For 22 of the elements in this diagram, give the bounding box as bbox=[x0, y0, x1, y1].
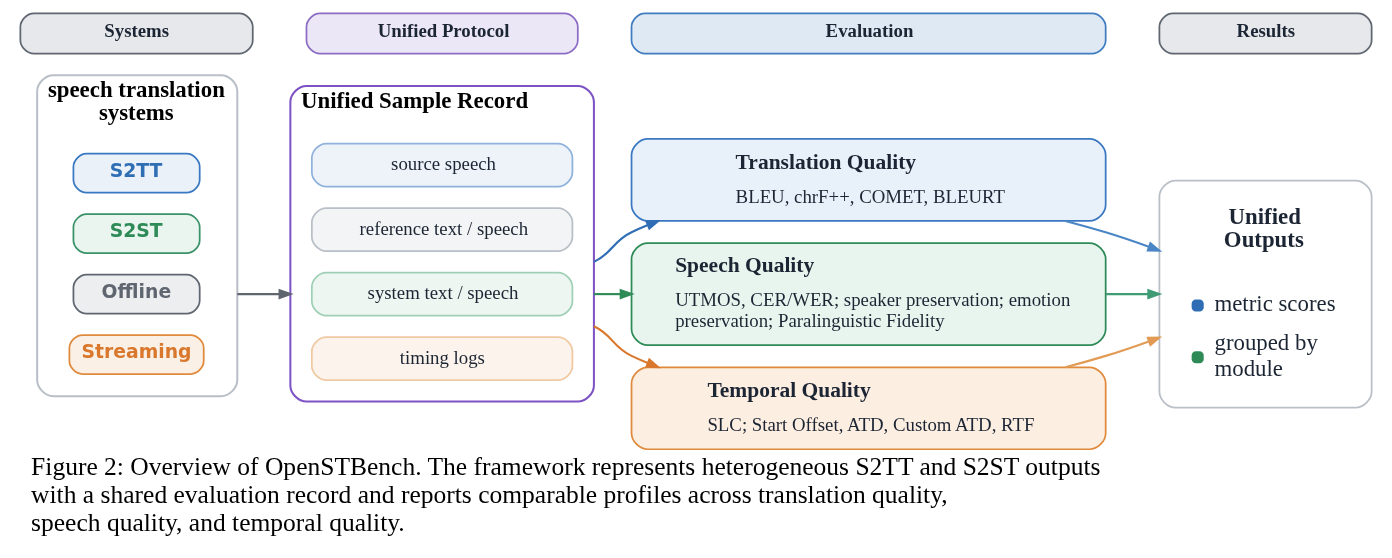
arrow bbox=[237, 288, 294, 300]
node-box: Temporal Quality SLC; Start Offset, ATD, Custom ATD, RTF bbox=[630, 366, 1107, 451]
node-box: timing logs bbox=[310, 336, 574, 381]
node-box: Unified Protocol bbox=[305, 12, 579, 55]
node-box: Offline bbox=[72, 273, 201, 315]
arrow bbox=[593, 325, 661, 369]
node-box: Results bbox=[1158, 12, 1373, 55]
node-box: Evaluation bbox=[630, 12, 1107, 55]
node-box: system text / speech bbox=[310, 271, 574, 317]
caption: Figure 2: Overview of OpenSTBench. The framework represents heterogeneous S2TT and S2ST outputs with a shared evaluation record and reports comparable profiles across translation quality, speech quality, and temporal quality. bbox=[31, 452, 1101, 538]
node-box: Speech Quality UTMOS, CER/WER; speaker preservation; emotion preservation; Paralinguistic Fidelity bbox=[630, 242, 1107, 347]
node-box: S2ST bbox=[72, 213, 201, 254]
arrow bbox=[593, 219, 661, 263]
node-box: Unified Outputs metric scores grouped by module bbox=[1158, 179, 1373, 409]
arrow bbox=[1106, 288, 1163, 300]
node-box: source speech bbox=[310, 142, 574, 188]
node-box: Translation Quality BLEU, chrF++, COMET, BLEURT bbox=[630, 138, 1107, 222]
node-box: reference text / speech bbox=[310, 207, 574, 252]
node-box: Systems bbox=[19, 12, 254, 55]
node-box: S2TT bbox=[72, 152, 201, 194]
node-box: Streaming bbox=[68, 334, 205, 375]
arrow bbox=[593, 288, 635, 300]
